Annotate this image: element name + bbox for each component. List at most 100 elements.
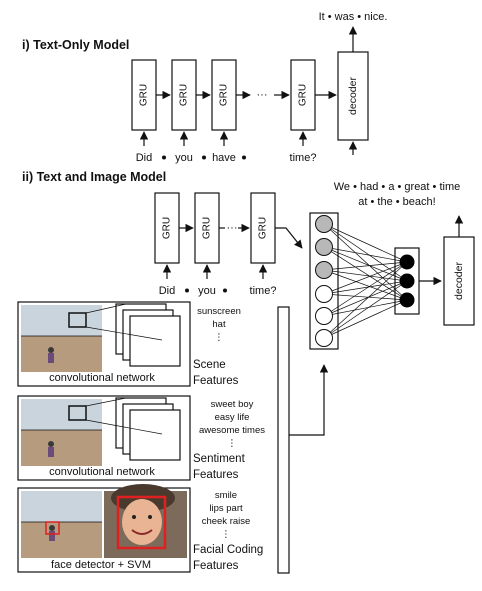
projection-line — [85, 397, 127, 407]
output-sentence-line1: We • had • a • great • time — [334, 181, 460, 193]
feature-output: sunscreen — [197, 306, 241, 317]
text-and-image-model: ii) Text and Image Model GRU GRU GRU ···… — [22, 170, 475, 574]
receptive-field-box — [68, 405, 87, 421]
feature-output-ellipsis: ⋮ — [227, 438, 237, 449]
feature-output-ellipsis: ⋮ — [221, 529, 231, 540]
gru-cell-2 — [171, 59, 197, 131]
gru-cell-3 — [250, 192, 276, 264]
features-to-fusion-arrow — [289, 364, 329, 436]
output-sentence: It • was • nice. — [319, 11, 388, 23]
facial-coding-feature-panel: face detector + SVM Facial Coding Featur… — [17, 484, 263, 573]
projection-line — [85, 326, 163, 341]
network-edge — [323, 246, 408, 282]
network-edge — [323, 299, 408, 317]
hidden-node — [399, 273, 415, 289]
feature-output: lips part — [209, 503, 243, 514]
input-word: you — [198, 285, 216, 297]
ellipsis: ··· — [257, 89, 268, 101]
fusion-network — [309, 212, 420, 350]
feature-label-line2: Features — [193, 469, 239, 481]
input-word: Did — [159, 285, 176, 297]
gru-cell-1-label: GRU — [139, 84, 150, 106]
decoder-label: decoder — [347, 77, 359, 115]
feature-output: sweet boy — [211, 399, 254, 410]
network-edge — [323, 261, 408, 295]
gru-cell-2-label: GRU — [179, 84, 190, 106]
feature-concat-bar — [277, 306, 290, 574]
network-edge — [323, 246, 408, 263]
decoder-label: decoder — [453, 262, 465, 300]
network-caption: face detector + SVM — [51, 559, 151, 571]
conv-feature-maps — [115, 397, 181, 461]
image-input-node — [315, 307, 333, 325]
beach-photo — [21, 305, 102, 372]
feature-output: cheek raise — [202, 516, 251, 527]
beach-photo — [21, 399, 102, 466]
gru-to-fusion-arrow — [275, 227, 303, 249]
receptive-field-box — [68, 312, 87, 328]
ellipsis: ··· — [227, 222, 238, 234]
section1-title: i) Text-Only Model — [22, 38, 129, 52]
text-input-node — [315, 215, 333, 233]
hidden-layer-nodes — [399, 254, 415, 308]
feature-output: easy life — [215, 412, 250, 423]
feature-output-ellipsis: ⋮ — [214, 332, 224, 343]
gru-cell-3 — [211, 59, 237, 131]
face-detection-box — [116, 495, 167, 550]
gru-cell-4-label: GRU — [298, 84, 309, 106]
face-detection-box — [45, 521, 60, 535]
gru-cell-3-label: GRU — [258, 217, 269, 239]
input-word: Did — [136, 152, 153, 164]
image-input-node — [315, 285, 333, 303]
feature-label-line1: Scene — [193, 359, 226, 371]
network-edge — [323, 246, 408, 301]
hidden-node — [399, 292, 415, 308]
network-edge — [323, 299, 408, 339]
image-input-node — [315, 329, 333, 347]
input-word: time? — [250, 285, 277, 297]
network-edge — [323, 280, 408, 317]
word-separator-dot — [242, 155, 246, 160]
text-input-node — [315, 261, 333, 279]
gru-cell-1 — [131, 59, 157, 131]
feature-label-line2: Features — [193, 375, 239, 387]
network-edge — [323, 223, 408, 301]
input-word: time? — [290, 152, 317, 164]
beach-photo — [21, 491, 102, 558]
gru-cell-2 — [194, 192, 220, 264]
network-edge — [323, 293, 408, 301]
feature-label-line1: Sentiment — [193, 453, 246, 465]
feature-output: awesome times — [199, 425, 265, 436]
network-edges — [323, 223, 408, 339]
network-edge — [323, 223, 408, 282]
network-caption: convolutional network — [49, 372, 155, 384]
gru-cell-2-label: GRU — [202, 217, 213, 239]
sentiment-feature-panel: convolutional network Sentiment Features… — [17, 395, 265, 481]
network-caption: convolutional network — [49, 466, 155, 478]
network-edge — [323, 280, 408, 295]
word-separator-dot — [202, 155, 206, 160]
conv-feature-maps — [115, 303, 181, 367]
feature-label-line1: Facial Coding — [193, 544, 263, 556]
scene-feature-panel: convolutional network Scene Features sun… — [17, 301, 241, 387]
text-input-node — [315, 238, 333, 256]
word-separator-dot — [223, 288, 227, 293]
network-edge — [323, 261, 408, 317]
feature-extractors: convolutional network Scene Features sun… — [17, 301, 265, 573]
hidden-node — [399, 254, 415, 270]
text-only-model: i) Text-Only Model GRU GRU GRU GRU ··· d… — [22, 11, 387, 164]
gru-cell-1-label: GRU — [162, 217, 173, 239]
network-edge — [323, 269, 408, 301]
feature-output: smile — [215, 490, 237, 501]
decoder-box — [443, 236, 475, 326]
section2-title: ii) Text and Image Model — [22, 170, 166, 184]
network-edge — [323, 280, 408, 339]
projection-line — [85, 303, 127, 314]
word-separator-dot — [185, 288, 189, 293]
input-word: have — [212, 152, 236, 164]
feature-output: hat — [212, 319, 226, 330]
input-layer-nodes — [315, 215, 333, 347]
projection-line — [85, 419, 163, 435]
